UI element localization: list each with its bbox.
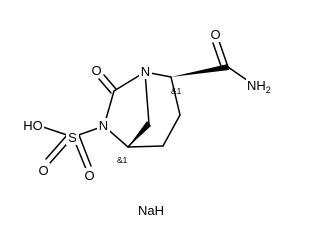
wedge-bond-c2-amide: [171, 64, 229, 77]
svg-text:O: O: [210, 27, 220, 42]
atom-label-ring-n: N: [97, 118, 110, 133]
bond-c2-c3: [170, 76, 181, 116]
counterion-label: NaH: [138, 203, 164, 218]
bond-amide-co-1: [218, 40, 229, 68]
bond-carbonyl-1: [98, 78, 112, 94]
atom-label-sulfonyl-oh: HO: [22, 118, 44, 133]
svg-text:O: O: [91, 63, 101, 78]
atom-label-ketone-o: O: [90, 63, 103, 78]
chemical-structure: O N NH2 O N HO S O O &1 &1 NaH: [22, 27, 276, 218]
amide-nh2-text: NH2: [247, 78, 271, 95]
svg-text:N: N: [141, 64, 150, 79]
atom-label-amide-nh2: NH2: [246, 77, 276, 95]
svg-text:HO: HO: [23, 118, 43, 133]
svg-text:O: O: [84, 168, 94, 183]
bond-s-o-left-2: [45, 133, 69, 160]
bond-amide-co-2: [212, 42, 223, 70]
atom-label-bridge-n: N: [139, 64, 152, 79]
svg-text:S: S: [68, 130, 77, 145]
svg-text:N: N: [99, 118, 108, 133]
atom-label-sulfonyl-o-bottom-right: O: [83, 168, 96, 183]
bond-c3-c4: [162, 114, 181, 147]
atom-label-sulfonyl-o-bottom-left: O: [37, 163, 50, 178]
bond-s-o-right-2: [78, 134, 92, 167]
bond-c4-c5: [127, 145, 164, 148]
bond-n1-c8: [144, 71, 150, 125]
svg-text:O: O: [38, 163, 48, 178]
bond-carbonyl-2: [103, 74, 117, 90]
stereo-label-lower: &1: [117, 155, 128, 165]
stereo-label-upper: &1: [171, 86, 182, 96]
bond-layer: [39, 40, 255, 170]
atom-label-amide-o: O: [209, 27, 222, 42]
atom-label-sulfur: S: [66, 130, 79, 145]
wedge-bond-c5-ch2: [128, 121, 151, 147]
